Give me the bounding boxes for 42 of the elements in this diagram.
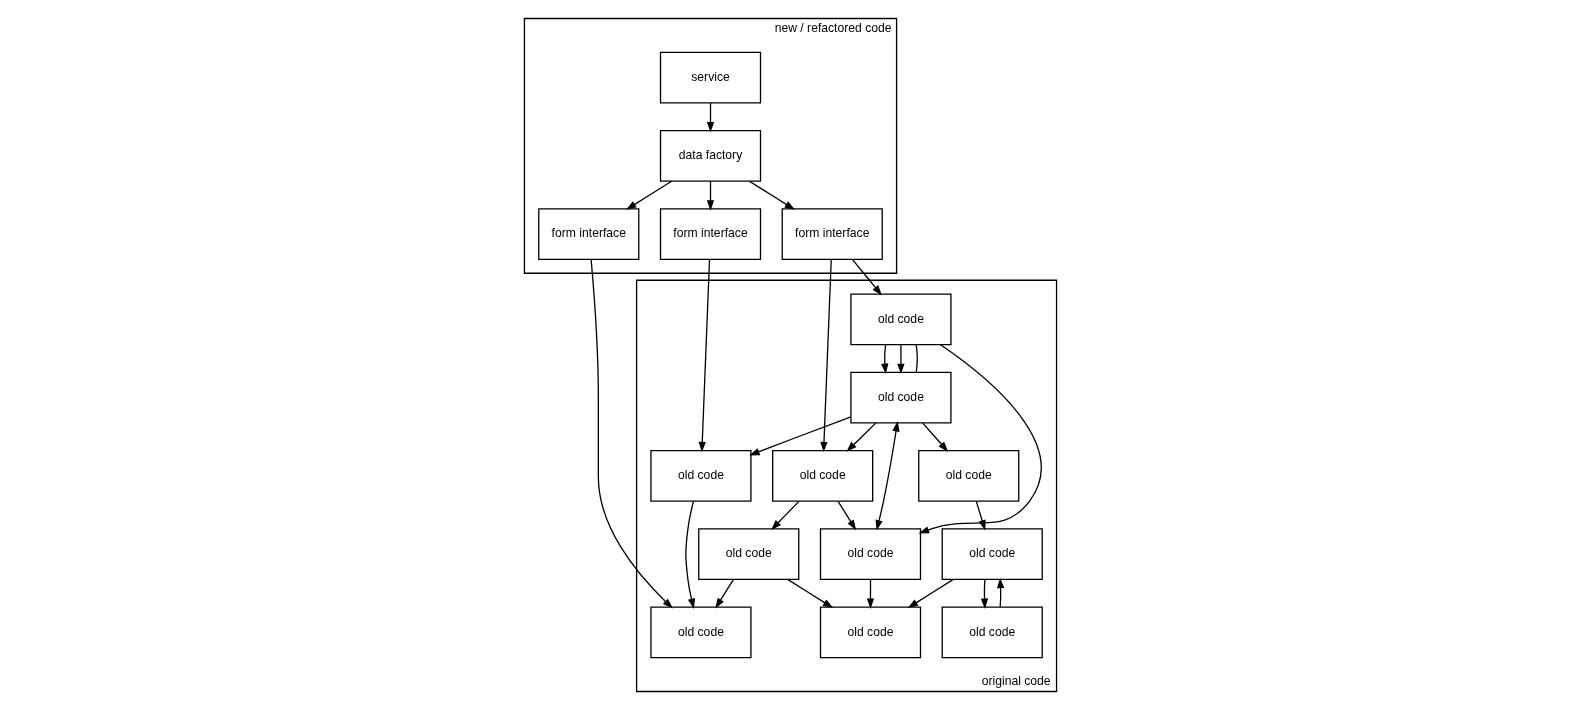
arrow <box>851 258 882 296</box>
node-box: old code <box>819 606 921 659</box>
arrow <box>996 577 1004 608</box>
arrow <box>625 180 672 210</box>
arrow <box>819 258 832 453</box>
arrow <box>896 344 905 375</box>
arrow <box>589 258 673 609</box>
node-box: old code <box>941 606 1043 659</box>
arrow <box>714 578 734 609</box>
node-box: service <box>659 51 761 104</box>
arrow <box>875 421 900 531</box>
node-box: old code <box>649 450 752 502</box>
node-box: old code <box>941 528 1043 580</box>
arrow <box>980 578 988 609</box>
node-box: form interface <box>659 208 761 260</box>
node-box: old code <box>849 293 952 346</box>
arrow <box>706 180 714 211</box>
arrow <box>684 500 695 609</box>
node-box: form interface <box>537 208 639 260</box>
arrow <box>770 500 800 531</box>
node-box: old code <box>819 528 921 580</box>
arrow <box>921 422 948 452</box>
arrow <box>866 578 874 609</box>
arrow <box>845 422 876 452</box>
arrow <box>907 578 954 609</box>
arrow <box>918 344 1042 534</box>
arrow <box>706 102 714 133</box>
arrow <box>748 180 795 210</box>
arrow <box>975 500 986 531</box>
arrow <box>786 578 833 609</box>
node-box: old code <box>697 528 799 580</box>
arrow <box>748 416 852 456</box>
connector <box>915 344 918 373</box>
node-box: data factory <box>659 130 761 182</box>
node-box: old code <box>917 450 1019 502</box>
node-box: form interface <box>781 208 883 260</box>
node-box: old code <box>649 606 752 659</box>
arrow <box>698 258 710 453</box>
node-box: old code <box>771 450 873 502</box>
node-box: old code <box>849 371 952 424</box>
arrow <box>880 344 888 375</box>
arrow <box>836 500 856 531</box>
